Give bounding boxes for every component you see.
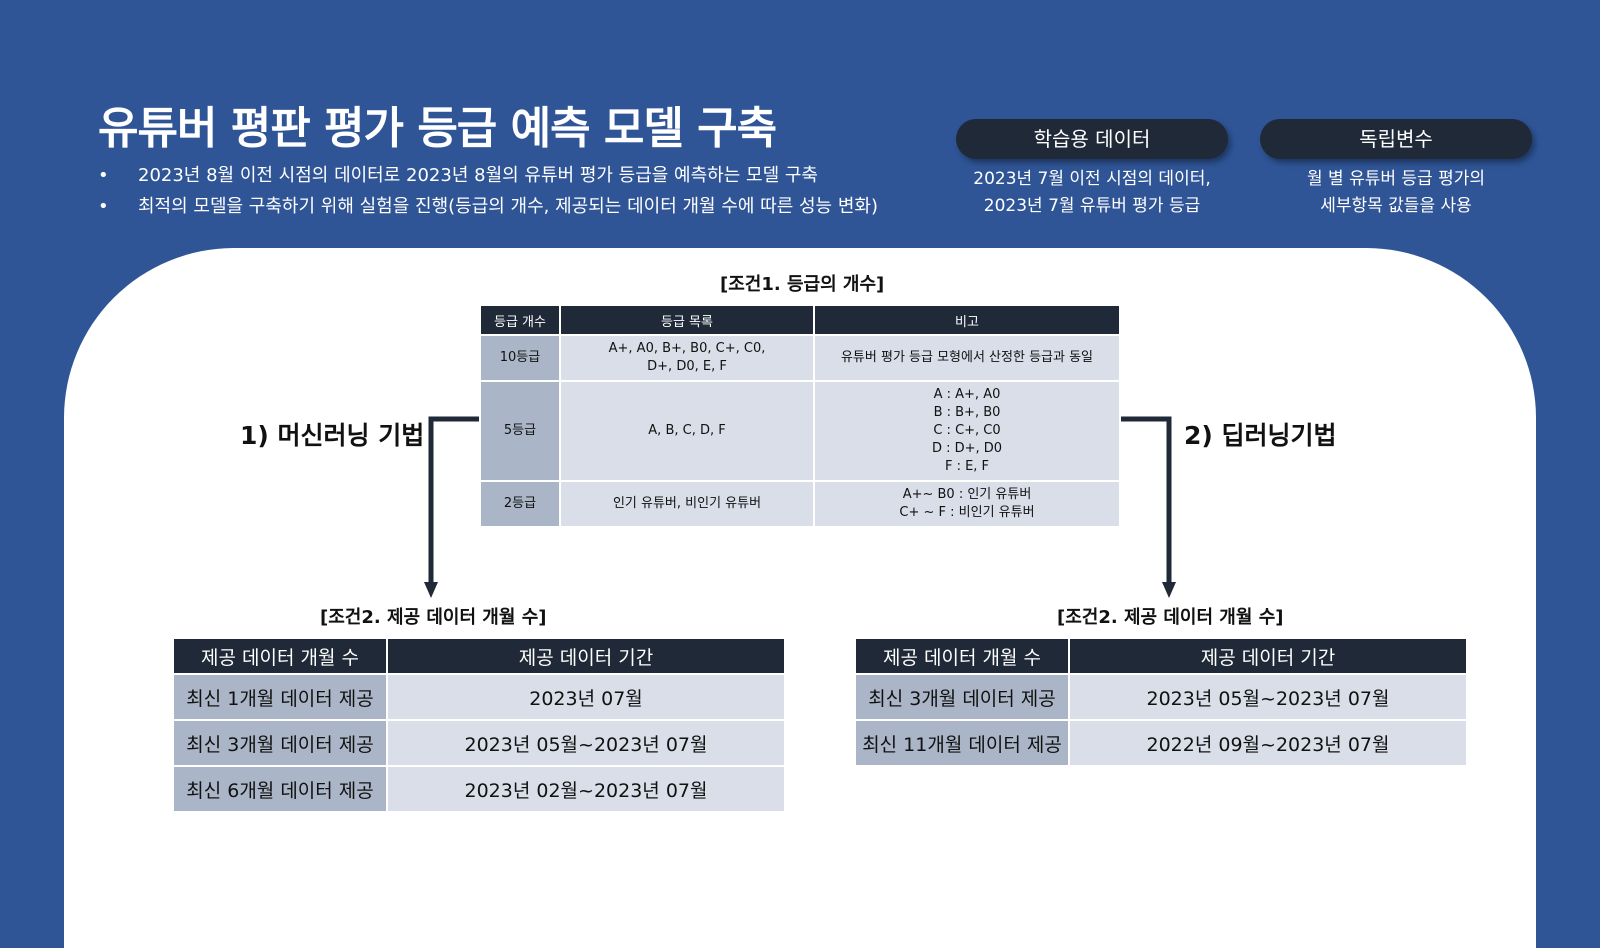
table-cell: 2023년 07월 xyxy=(388,675,784,719)
ml-arrow-head xyxy=(424,582,438,598)
table-row: 2등급 인기 유튜버, 비인기 유튜버 A+~ B0 : 인기 유튜버 C+ ~… xyxy=(481,482,1119,526)
table-header-cell: 제공 데이터 기간 xyxy=(388,639,784,673)
table-header-cell: 제공 데이터 기간 xyxy=(1070,639,1466,673)
table-row: 최신 1개월 데이터 제공 2023년 07월 xyxy=(174,675,784,719)
grade-count-table: 등급 개수 등급 목록 비고 10등급 A+, A0, B+, B0, C+, … xyxy=(479,304,1121,528)
table-cell: 유튜버 평가 등급 모형에서 산정한 등급과 동일 xyxy=(815,336,1119,380)
ml-arrow-line xyxy=(428,416,479,584)
table-cell: A, B, C, D, F xyxy=(561,382,813,480)
table-cell: 최신 3개월 데이터 제공 xyxy=(174,721,386,765)
table-header-cell: 비고 xyxy=(815,306,1119,334)
table-cell: A+~ B0 : 인기 유튜버 C+ ~ F : 비인기 유튜버 xyxy=(815,482,1119,526)
table-cell: 최신 6개월 데이터 제공 xyxy=(174,767,386,811)
bullet-item: 최적의 모델을 구축하기 위해 실험을 진행(등급의 개수, 제공되는 데이터 … xyxy=(98,191,878,222)
table-cell: 10등급 xyxy=(481,336,559,380)
independent-variable-desc: 월 별 유튜버 등급 평가의 세부항목 값들을 사용 xyxy=(1306,169,1485,216)
table-cell: 2023년 05월~2023년 07월 xyxy=(388,721,784,765)
table-cell: 최신 1개월 데이터 제공 xyxy=(174,675,386,719)
table-row: 최신 11개월 데이터 제공 2022년 09월~2023년 07월 xyxy=(856,721,1466,765)
training-data-pill: 학습용 데이터 xyxy=(956,119,1228,159)
table-cell: 2022년 09월~2023년 07월 xyxy=(1070,721,1466,765)
ml-method-label: 1) 머신러닝 기법 xyxy=(240,421,425,450)
page-title: 유튜버 평판 평가 등급 예측 모델 구축 xyxy=(98,103,777,154)
bullet-item: 2023년 8월 이전 시점의 데이터로 2023년 8월의 유튜버 평가 등급… xyxy=(98,160,878,191)
dl-cond2-caption: [조건2. 제공 데이터 개월 수] xyxy=(1057,607,1284,628)
table-cell: 인기 유튜버, 비인기 유튜버 xyxy=(561,482,813,526)
table-header-row: 제공 데이터 개월 수 제공 데이터 기간 xyxy=(856,639,1466,673)
table-header-cell: 제공 데이터 개월 수 xyxy=(174,639,386,673)
table-cell: A+, A0, B+, B0, C+, C0, D+, D0, E, F xyxy=(561,336,813,380)
table-row: 최신 3개월 데이터 제공 2023년 05월~2023년 07월 xyxy=(174,721,784,765)
dl-arrow-line xyxy=(1121,416,1172,584)
ml-cond2-caption: [조건2. 제공 데이터 개월 수] xyxy=(320,607,547,628)
ml-months-table: 제공 데이터 개월 수 제공 데이터 기간 최신 1개월 데이터 제공 2023… xyxy=(172,637,786,813)
dl-months-table: 제공 데이터 개월 수 제공 데이터 기간 최신 3개월 데이터 제공 2023… xyxy=(854,637,1468,767)
cond1-caption: [조건1. 등급의 개수] xyxy=(720,274,885,295)
table-header-cell: 등급 목록 xyxy=(561,306,813,334)
table-header-cell: 제공 데이터 개월 수 xyxy=(856,639,1068,673)
flow-arrows xyxy=(424,416,1176,598)
table-header-row: 제공 데이터 개월 수 제공 데이터 기간 xyxy=(174,639,784,673)
table-row: 5등급 A, B, C, D, F A : A+, A0 B : B+, B0 … xyxy=(481,382,1119,480)
table-row: 최신 3개월 데이터 제공 2023년 05월~2023년 07월 xyxy=(856,675,1466,719)
table-cell: 최신 11개월 데이터 제공 xyxy=(856,721,1068,765)
table-row: 10등급 A+, A0, B+, B0, C+, C0, D+, D0, E, … xyxy=(481,336,1119,380)
dl-arrow-head xyxy=(1162,582,1176,598)
training-data-desc: 2023년 7월 이전 시점의 데이터, 2023년 7월 유튜버 평가 등급 xyxy=(973,169,1211,216)
table-cell: 최신 3개월 데이터 제공 xyxy=(856,675,1068,719)
table-cell: 2023년 02월~2023년 07월 xyxy=(388,767,784,811)
independent-variable-pill: 독립변수 xyxy=(1260,119,1532,159)
table-cell: 5등급 xyxy=(481,382,559,480)
table-row: 최신 6개월 데이터 제공 2023년 02월~2023년 07월 xyxy=(174,767,784,811)
table-cell: 2023년 05월~2023년 07월 xyxy=(1070,675,1466,719)
table-header-cell: 등급 개수 xyxy=(481,306,559,334)
bullet-list: 2023년 8월 이전 시점의 데이터로 2023년 8월의 유튜버 평가 등급… xyxy=(98,160,878,222)
table-cell: A : A+, A0 B : B+, B0 C : C+, C0 D : D+,… xyxy=(815,382,1119,480)
table-cell: 2등급 xyxy=(481,482,559,526)
dl-method-label: 2) 딥러닝기법 xyxy=(1184,421,1337,450)
table-header-row: 등급 개수 등급 목록 비고 xyxy=(481,306,1119,334)
